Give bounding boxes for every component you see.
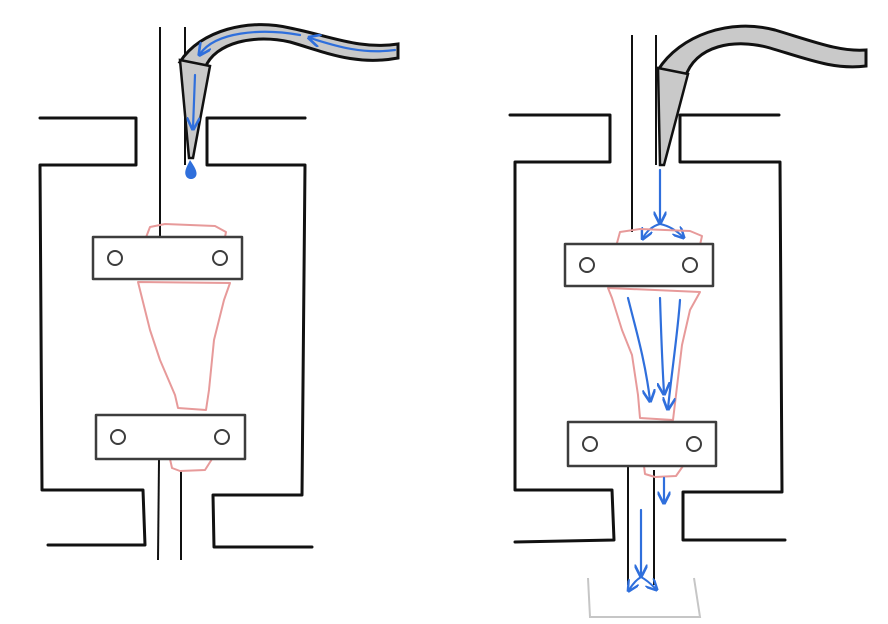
flow-arrow-hose-bend (200, 30, 302, 54)
specimen-body (137, 281, 231, 411)
lower-clamp (566, 420, 718, 468)
flow-arrow-tray-left (629, 576, 642, 590)
flow-arrow-hose (310, 38, 397, 53)
hose-body (177, 23, 400, 70)
flow-arrow-tray-right (640, 576, 656, 589)
bolt-icon (686, 436, 702, 452)
bolt-icon (582, 436, 598, 452)
hose-nozzle (656, 66, 690, 167)
specimen (607, 228, 703, 478)
specimen-top-cap (616, 228, 703, 246)
chamber-top-right-wall (678, 113, 787, 542)
left-panel (38, 23, 400, 561)
chamber-top-left-wall (508, 113, 616, 544)
specimen-top-cap (144, 223, 227, 243)
collection-tray (587, 577, 702, 618)
flow-arrow-specimen-1 (626, 296, 650, 400)
chamber-top-left-wall (38, 116, 147, 547)
lower-rod-left (157, 459, 160, 561)
tray-outline (587, 577, 702, 618)
upper-clamp (563, 242, 715, 288)
guide-rods (157, 27, 186, 561)
chamber-frame (38, 116, 314, 549)
lower-clamp (94, 413, 247, 461)
upper-clamp (91, 235, 244, 281)
flow-arrow-specimen-2 (660, 296, 664, 393)
hose-body (655, 24, 868, 80)
droplet-icon (185, 160, 197, 179)
flow-arrow-split-left (643, 223, 661, 238)
guide-rods (627, 35, 657, 585)
specimen-body (607, 287, 701, 421)
specimen-bottom-cap (169, 458, 213, 472)
bolt-icon (214, 429, 230, 445)
chamber-frame (508, 113, 787, 544)
right-panel (508, 24, 868, 618)
bolt-icon (212, 250, 228, 266)
bolt-icon (579, 257, 595, 273)
flow-arrow-specimen-3 (668, 298, 682, 408)
bolt-icon (110, 429, 126, 445)
supply-hose (643, 24, 868, 238)
flow-arrow-nozzle (193, 73, 195, 128)
supply-hose (177, 23, 400, 179)
hose-nozzle (178, 58, 212, 160)
specimen (137, 223, 231, 472)
bolt-icon (682, 257, 698, 273)
outlet-flow (629, 476, 664, 590)
bolt-icon (107, 250, 123, 266)
specimen-bottom-cap (643, 465, 684, 478)
chamber-top-right-wall (205, 116, 314, 549)
